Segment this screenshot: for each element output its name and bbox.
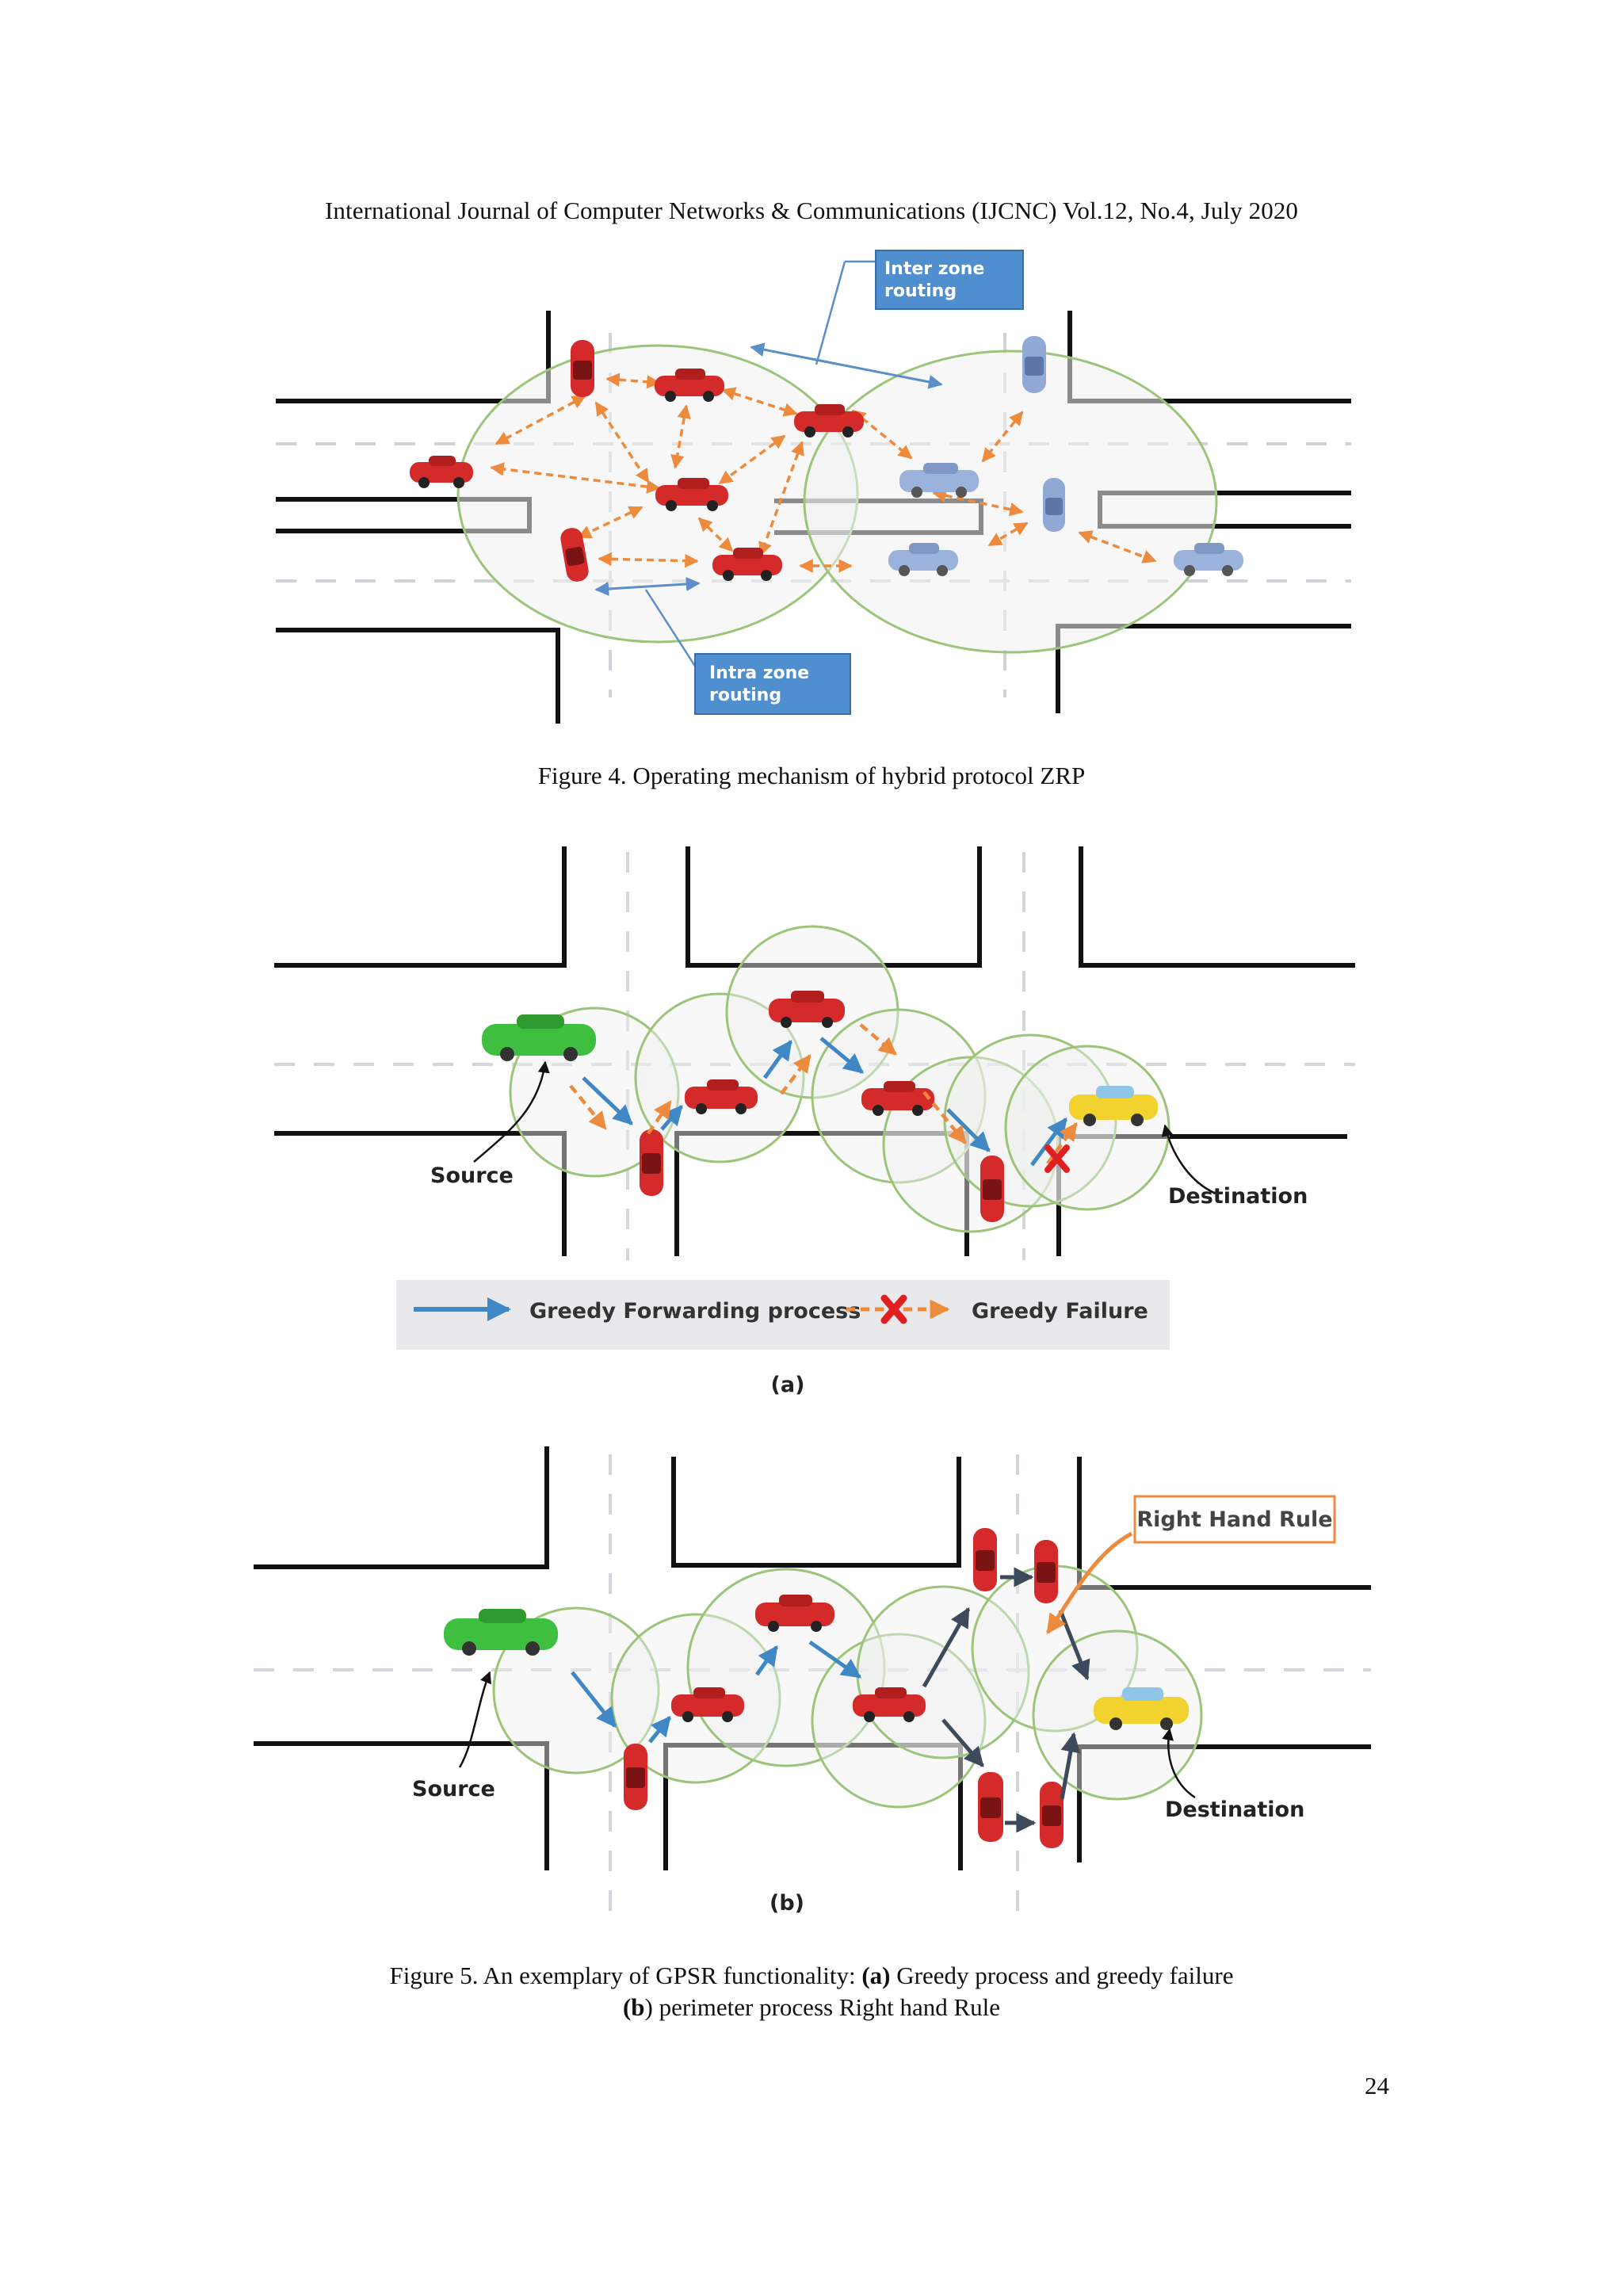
destination-label: Destination [1165, 1797, 1304, 1822]
zone-circle-right [803, 350, 1218, 654]
car-red [755, 1595, 834, 1632]
car-blue [899, 463, 979, 498]
legend-greedy-forwarding: Greedy Forwarding process [529, 1299, 861, 1324]
failure-x-mark [1044, 1144, 1070, 1173]
figure-5-caption-line-1: Figure 5. An exemplary of GPSR functiona… [389, 1962, 1234, 1989]
figure-4-caption: Figure 4. Operating mechanism of hybrid … [537, 762, 1086, 789]
figure-4-zrp-diagram: Inter zone routing Intra zone routing [276, 250, 1351, 724]
right-hand-rule-label: Right Hand Rule [1136, 1507, 1332, 1532]
car-red [624, 1744, 647, 1810]
car-red [769, 991, 845, 1028]
intra-zone-label-line2: routing [709, 686, 781, 705]
road-lines [254, 1446, 1371, 1870]
zone-pointer-arrows [594, 342, 943, 596]
journal-header: International Journal of Computer Networ… [324, 197, 1299, 224]
legend-failure-x [880, 1294, 907, 1324]
source-label: Source [430, 1163, 514, 1188]
car-red [861, 1081, 934, 1116]
figure-5-caption-line-2: (b) perimeter process Right hand Rule [622, 1993, 1001, 2021]
figure-5a-greedy-diagram: Source Destination Greedy Forwarding pro… [269, 836, 1363, 1397]
car-red [712, 548, 782, 581]
source-label: Source [412, 1777, 495, 1801]
range-circles [492, 1564, 1203, 1809]
perimeter-arrows [922, 1567, 1090, 1833]
legend-greedy-failure: Greedy Failure [972, 1299, 1148, 1324]
car-blue [1174, 543, 1243, 576]
right-hand-rule-pointer [1045, 1531, 1133, 1635]
car-green-source [444, 1609, 558, 1656]
lane-dashes [274, 852, 1355, 1260]
car-red [655, 369, 724, 402]
label-leaders [644, 260, 876, 670]
destination-label: Destination [1168, 1184, 1308, 1209]
car-red [655, 478, 728, 511]
intra-zone-arrows [490, 372, 1157, 573]
car-red [794, 404, 864, 437]
car-blue [1022, 336, 1046, 393]
legend-box: Greedy Forwarding process Greedy Failure [396, 1280, 1170, 1350]
car-red [978, 1772, 1003, 1842]
car-red [571, 340, 594, 397]
car-yellow-destination [1069, 1086, 1158, 1126]
car-green-source [482, 1014, 596, 1061]
inter-zone-label-line1: Inter zone [884, 259, 984, 279]
car-red [560, 528, 589, 582]
car-red [1040, 1782, 1064, 1848]
car-red [853, 1687, 926, 1722]
inter-zone-label-box: Inter zone routing [875, 250, 1024, 310]
panel-label-a: (a) [771, 1373, 805, 1397]
car-red [685, 1079, 758, 1114]
greedy-forwarding-arrows [571, 1640, 862, 1744]
car-red [1034, 1540, 1058, 1603]
zone-circles [456, 344, 1218, 654]
car-red [973, 1528, 997, 1591]
car-yellow-destination [1094, 1687, 1189, 1730]
label-pointers [473, 1060, 1215, 1194]
figure-5b-perimeter-diagram: Source Destination Right Hand Rule (b) [254, 1446, 1371, 1918]
label-pointers [458, 1671, 1196, 1799]
car-red [980, 1156, 1004, 1222]
car-red [640, 1129, 663, 1196]
intra-zone-label-box: Intra zone routing [694, 653, 851, 715]
page-number: 24 [1365, 2072, 1389, 2099]
car-blue [888, 543, 958, 576]
inter-zone-label-line2: routing [884, 281, 957, 301]
car-red [671, 1687, 744, 1722]
car-blue [1043, 478, 1065, 532]
car-red [410, 456, 473, 488]
intra-zone-label-line1: Intra zone [709, 663, 809, 683]
panel-label-b: (b) [769, 1891, 804, 1916]
right-hand-rule-label-box: Right Hand Rule [1133, 1495, 1336, 1544]
lane-dashes [254, 1454, 1371, 1918]
